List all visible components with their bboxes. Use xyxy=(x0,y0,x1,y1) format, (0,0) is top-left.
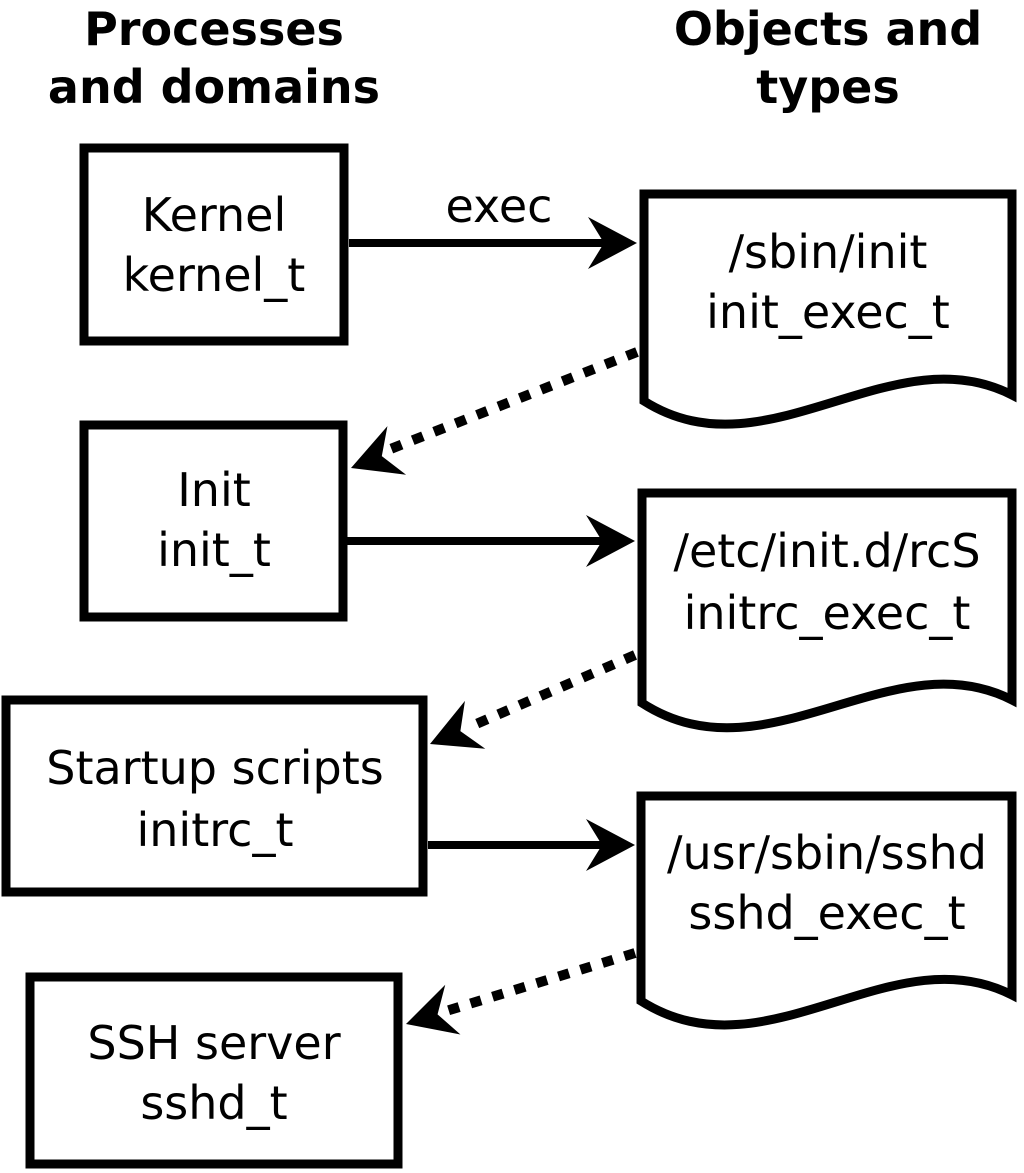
heading-processes-line1: Processes xyxy=(84,2,344,56)
transition-arrow-2-head xyxy=(430,700,486,749)
transition-arrow-2-line xyxy=(465,650,637,733)
heading-processes-line2: and domains xyxy=(48,60,380,114)
transition-arrow-3-head xyxy=(406,984,461,1035)
exec-arrow-initrc-to-sshd xyxy=(428,819,635,871)
process-name-ssh-server: SSH server xyxy=(87,1016,340,1070)
column-heading-processes: Processes and domains xyxy=(48,2,380,114)
object-doc-sbin-init xyxy=(639,189,1017,429)
process-type-kernel: kernel_t xyxy=(123,248,306,302)
exec-arrow-kernel-to-sbin-init: exec xyxy=(349,179,637,269)
process-name-startup-scripts: Startup scripts xyxy=(46,741,384,795)
process-node-init: Init init_t xyxy=(79,420,348,622)
object-type-sbin-init: init_exec_t xyxy=(706,285,950,339)
process-node-startup-scripts: Startup scripts initrc_t xyxy=(1,695,428,897)
column-heading-objects: Objects and types xyxy=(674,2,982,114)
process-node-kernel: Kernel kernel_t xyxy=(79,143,349,346)
exec-arrow-2-head xyxy=(586,515,635,567)
object-doc-etc-initd-rcs xyxy=(637,488,1017,733)
object-path-etc-initd-rcs: /etc/init.d/rcS xyxy=(673,524,980,578)
object-type-etc-initd-rcs: initrc_exec_t xyxy=(684,586,971,640)
object-type-usr-sbin-sshd: sshd_exec_t xyxy=(688,886,965,940)
process-box-ssh-server xyxy=(25,972,403,1169)
process-box-startup-scripts xyxy=(1,695,428,897)
exec-arrow-init-to-rcs xyxy=(347,515,635,567)
exec-arrow-3-head xyxy=(586,819,635,871)
process-type-ssh-server: sshd_t xyxy=(140,1076,287,1130)
transition-arrow-sshd-to-sshd-t xyxy=(406,948,637,1035)
process-type-startup-scripts: initrc_t xyxy=(137,803,294,857)
object-path-usr-sbin-sshd: /usr/sbin/sshd xyxy=(667,826,987,880)
process-type-init: init_t xyxy=(157,523,271,577)
process-name-init: Init xyxy=(177,463,251,517)
process-name-kernel: Kernel xyxy=(142,188,287,242)
exec-arrow-label: exec xyxy=(446,179,553,233)
object-node-etc-initd-rcs: /etc/init.d/rcS initrc_exec_t xyxy=(637,488,1017,733)
process-node-ssh-server: SSH server sshd_t xyxy=(25,972,403,1169)
process-box-init xyxy=(79,420,348,622)
object-doc-usr-sbin-sshd xyxy=(636,791,1017,1030)
object-node-usr-sbin-sshd: /usr/sbin/sshd sshd_exec_t xyxy=(636,791,1017,1030)
process-box-kernel xyxy=(79,143,349,346)
transition-arrow-3-line xyxy=(441,948,637,1017)
transition-arrow-rcs-to-initrc xyxy=(430,650,637,749)
heading-objects-line1: Objects and xyxy=(674,2,982,56)
object-path-sbin-init: /sbin/init xyxy=(729,225,928,279)
transition-arrow-sbin-init-to-init xyxy=(351,347,639,475)
object-node-sbin-init: /sbin/init init_exec_t xyxy=(639,189,1017,429)
exec-arrow-1-head xyxy=(588,217,637,269)
transition-arrow-1-head xyxy=(351,426,407,475)
heading-objects-line2: types xyxy=(756,60,899,114)
